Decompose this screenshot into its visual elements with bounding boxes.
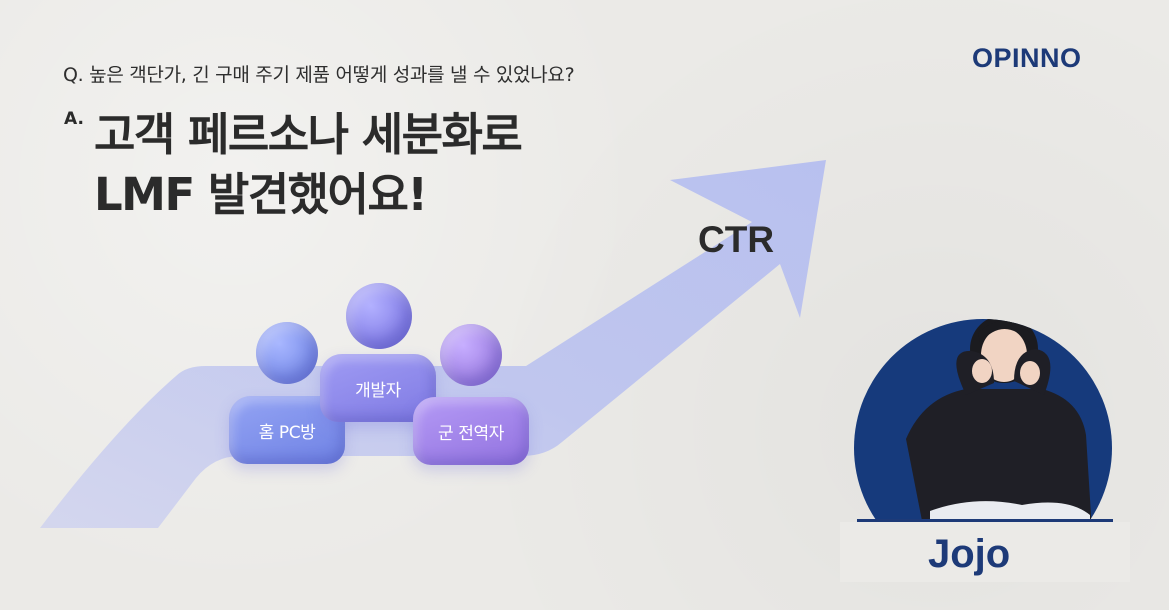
persona-body: 군 전역자 (413, 397, 529, 465)
arrow-shape (40, 160, 826, 528)
persona-label: 군 전역자 (438, 423, 504, 444)
profile-name: Jojo (928, 532, 1011, 576)
answer-mark: A. (64, 109, 84, 129)
answer-headline-line1: 고객 페르소나 세분화로 (94, 108, 523, 161)
persona-label: 개발자 (355, 380, 401, 401)
profile-cutoff (840, 522, 1130, 582)
opinno-logo: OPINNO (972, 43, 1082, 73)
persona-head (346, 283, 412, 349)
question-text: Q. 높은 객단가, 긴 구매 주기 제품 어떻게 성과를 낼 수 있었나요? (63, 64, 575, 86)
answer-headline-line2: LMF 발견했어요! (94, 168, 428, 221)
profile-underline (857, 519, 1113, 522)
persona-label: 홈 PC방 (258, 422, 316, 443)
persona-head (256, 322, 318, 384)
persona-head (440, 324, 502, 386)
ctr-label: CTR (698, 219, 775, 260)
